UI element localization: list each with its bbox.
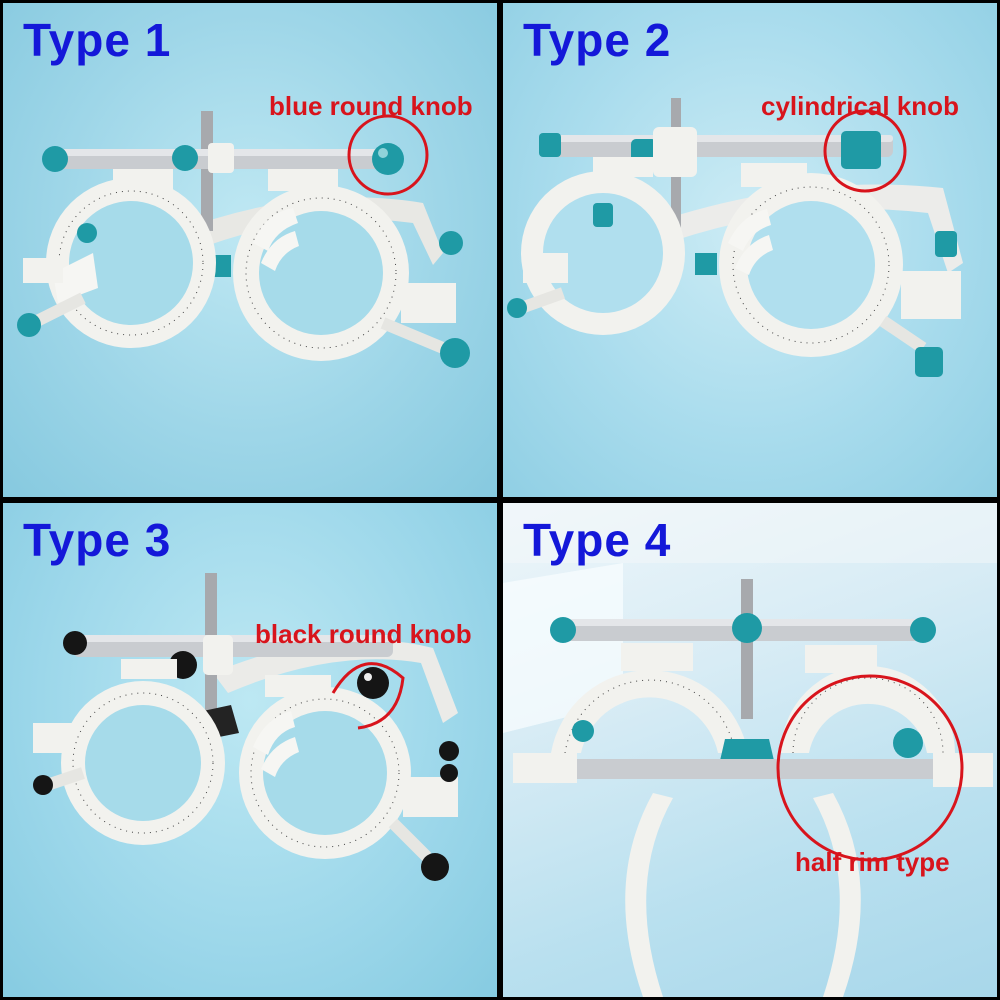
trial-frame-type-1-image [17,111,470,368]
panel-type-3: Type 3 black round knob [3,503,497,997]
panel-title: Type 1 [23,14,172,66]
panel-title: Type 2 [523,14,672,66]
callout-label: blue round knob [269,91,473,121]
panel-type-1: Type 1 blue round knob [3,3,497,497]
panel-title: Type 3 [23,514,172,566]
callout-circle [347,114,429,196]
panel-title: Type 4 [523,514,672,566]
panel-type-2: Type 2 cylindrical knob [503,3,997,497]
trial-frame-type-3-image [33,573,459,881]
knob-black-round [357,667,389,699]
panel-type-4: Type 4 half rim type [503,503,997,997]
trial-frame-type-4-image [503,503,997,997]
knob-cylindrical [841,131,881,169]
callout-label: black round knob [255,619,472,649]
knob-left [42,146,68,172]
trial-frame-type-2-image [507,98,963,377]
callout-label: cylindrical knob [761,91,959,121]
callout-label: half rim type [795,847,950,877]
knob-right [372,143,404,175]
